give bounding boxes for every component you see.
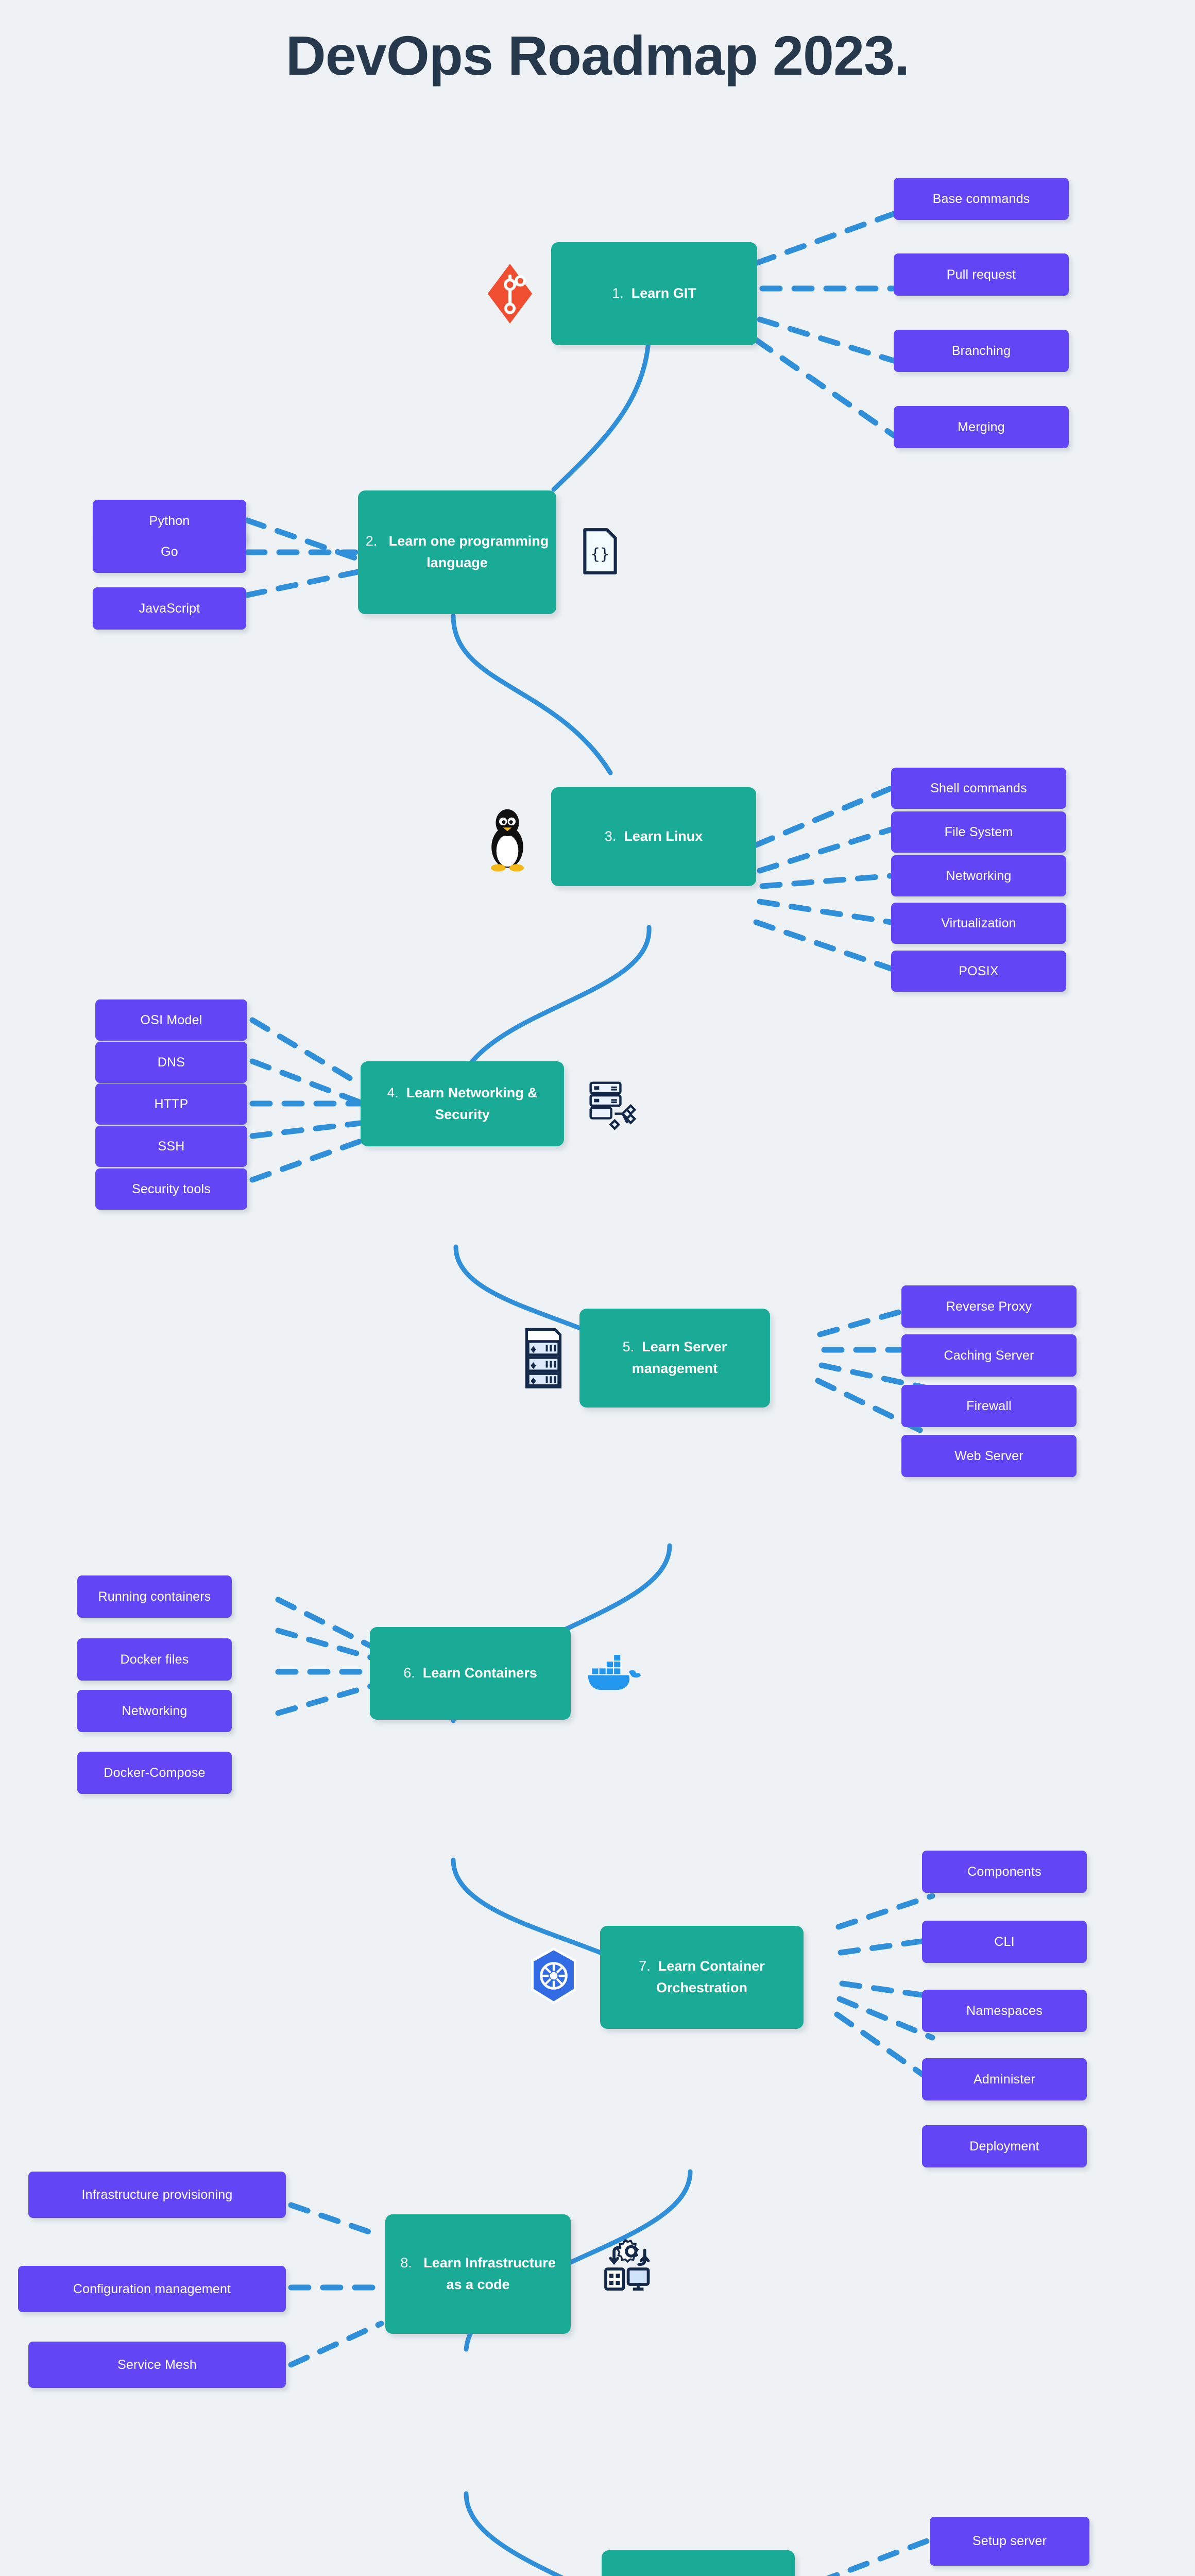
step-number-1: 1.	[612, 285, 624, 301]
leaf-chip-5-2[interactable]: Firewall	[901, 1385, 1077, 1427]
leaf-chip-6-0[interactable]: Running containers	[77, 1575, 232, 1618]
step-title-8: Learn Infrastructure as a code	[423, 2255, 556, 2292]
step-number-2: 2.	[365, 533, 378, 549]
step-node-9[interactable]: 9. Learn CI/CD	[602, 2550, 795, 2576]
leaf-chip-8-0[interactable]: Infrastructure provisioning	[28, 2172, 286, 2218]
leaf-chip-1-0[interactable]: Base commands	[894, 178, 1069, 220]
svg-text:{}: {}	[591, 545, 610, 563]
step-node-3[interactable]: 3. Learn Linux	[551, 787, 756, 886]
devops-infinity-icon	[476, 2573, 543, 2576]
step-node-1[interactable]: 1. Learn GIT	[551, 242, 757, 345]
step-title-3: Learn Linux	[624, 828, 703, 844]
step-number-4: 4.	[387, 1084, 399, 1100]
leaf-chip-3-4[interactable]: POSIX	[891, 951, 1066, 992]
network-server-icon	[585, 1077, 641, 1133]
leaf-chip-4-2[interactable]: HTTP	[95, 1083, 247, 1125]
leaf-chip-4-1[interactable]: DNS	[95, 1042, 247, 1083]
step-number-3: 3.	[604, 828, 617, 844]
step-number-5: 5.	[622, 1339, 635, 1355]
step-number-8: 8.	[400, 2255, 412, 2271]
step-number-6: 6.	[403, 1665, 415, 1681]
code-braces-icon: {}	[577, 520, 623, 582]
step-title-1: Learn GIT	[631, 285, 696, 301]
linux-penguin-icon	[476, 804, 538, 876]
step-number-7: 7.	[639, 1958, 651, 1974]
leaf-chip-3-2[interactable]: Networking	[891, 855, 1066, 896]
leaf-chip-5-1[interactable]: Caching Server	[901, 1334, 1077, 1377]
step-title-7: Learn Container Orchestration	[656, 1958, 765, 1995]
step-title-5: Learn Server management	[631, 1339, 727, 1376]
leaf-chip-7-0[interactable]: Components	[922, 1851, 1087, 1893]
step-node-2[interactable]: 2. Learn one programming language	[358, 490, 556, 614]
leaf-chip-3-1[interactable]: File System	[891, 811, 1066, 853]
step-title-4: Learn Networking & Security	[406, 1084, 538, 1122]
leaf-chip-5-0[interactable]: Reverse Proxy	[901, 1285, 1077, 1328]
leaf-chip-7-3[interactable]: Administer	[922, 2058, 1087, 2100]
leaf-chip-6-3[interactable]: Docker-Compose	[77, 1752, 232, 1794]
docker-whale-icon	[585, 1643, 641, 1700]
leaf-chip-3-0[interactable]: Shell commands	[891, 768, 1066, 809]
leaf-chip-4-4[interactable]: Security tools	[95, 1168, 247, 1210]
leaf-chip-1-3[interactable]: Merging	[894, 406, 1069, 448]
leaf-chip-6-2[interactable]: Networking	[77, 1690, 232, 1732]
page-title: DevOps Roadmap 2023.	[285, 24, 910, 87]
leaf-chip-1-2[interactable]: Branching	[894, 330, 1069, 372]
step-node-8[interactable]: 8. Learn Infrastructure as a code	[385, 2214, 571, 2334]
leaf-chip-8-1[interactable]: Configuration management	[18, 2266, 286, 2312]
step-node-4[interactable]: 4. Learn Networking & Security	[361, 1061, 564, 1146]
leaf-chip-9-0[interactable]: Setup server	[930, 2517, 1089, 2566]
leaf-chip-3-3[interactable]: Virtualization	[891, 903, 1066, 944]
leaf-chip-7-1[interactable]: CLI	[922, 1921, 1087, 1963]
step-node-6[interactable]: 6. Learn Containers	[370, 1627, 571, 1720]
kubernetes-helm-icon	[525, 1945, 582, 2007]
gear-infrastructure-icon	[595, 2233, 657, 2295]
leaf-chip-6-1[interactable]: Docker files	[77, 1638, 232, 1681]
leaf-chip-1-1[interactable]: Pull request	[894, 253, 1069, 296]
git-icon	[479, 258, 541, 330]
leaf-chip-4-0[interactable]: OSI Model	[95, 999, 247, 1041]
step-node-7[interactable]: 7. Learn Container Orchestration	[600, 1926, 804, 2029]
server-rack-icon	[515, 1321, 572, 1394]
step-title-2: Learn one programming language	[388, 533, 549, 570]
leaf-chip-2-1[interactable]: Go	[93, 531, 246, 573]
step-node-5[interactable]: 5. Learn Server management	[579, 1309, 770, 1408]
leaf-chip-7-2[interactable]: Namespaces	[922, 1990, 1087, 2032]
leaf-chip-5-3[interactable]: Web Server	[901, 1435, 1077, 1477]
leaf-chip-2-2[interactable]: JavaScript	[93, 587, 246, 630]
leaf-chip-8-2[interactable]: Service Mesh	[28, 2342, 286, 2388]
step-title-6: Learn Containers	[422, 1665, 537, 1681]
leaf-chip-4-3[interactable]: SSH	[95, 1126, 247, 1167]
leaf-chip-7-4[interactable]: Deployment	[922, 2125, 1087, 2167]
